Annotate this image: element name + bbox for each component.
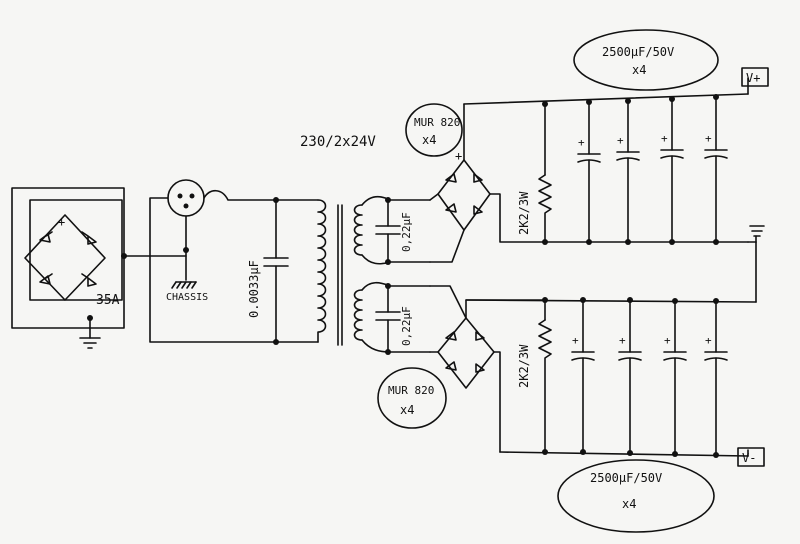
terminal-vpos: V+ xyxy=(746,71,760,85)
transformer-label: 230/2x24V xyxy=(300,134,376,150)
bridge-rating-label: 35A xyxy=(96,293,120,308)
top-diode-count: x4 xyxy=(422,133,436,147)
bottom-diode-count: x4 xyxy=(400,403,414,417)
top-cap-count: x4 xyxy=(632,63,646,77)
mains-cap-label: 0.0033µF xyxy=(247,260,261,318)
top-filter-bank: V+ 2K2/3W + + + + 2500µF/50V x4 xyxy=(463,29,769,245)
top-bridge-plus: + xyxy=(455,149,462,163)
svg-text:+: + xyxy=(572,334,579,347)
ground-bridge-rectifier: + 35A xyxy=(11,187,127,349)
svg-text:+: + xyxy=(705,132,712,145)
bottom-snubber-label: 0,22µF xyxy=(400,306,413,346)
svg-text:+: + xyxy=(617,134,624,147)
bottom-cap-count: x4 xyxy=(622,497,636,511)
svg-text:+: + xyxy=(619,334,626,347)
earth-ground-icon xyxy=(79,337,101,349)
svg-text:+: + xyxy=(661,132,668,145)
top-resistor-label: 2K2/3W xyxy=(517,191,531,235)
bottom-cap-label: 2500µF/50V xyxy=(590,471,662,485)
top-capacitors: + + + + xyxy=(577,96,728,243)
top-rectifier: 0,22µF + MUR 820 x4 xyxy=(361,103,546,265)
bottom-capacitors: + + + + xyxy=(571,299,728,456)
bottom-diode-label: MUR 820 xyxy=(388,384,434,397)
svg-text:+: + xyxy=(664,334,671,347)
transformer: 230/2x24V xyxy=(275,134,376,346)
chassis-label: CHASSIS xyxy=(166,292,208,303)
top-snubber-label: 0,22µF xyxy=(400,212,413,252)
ground-rail xyxy=(747,225,765,303)
mains-inlet: CHASSIS 0.0033µF xyxy=(123,179,289,345)
top-cap-label: 2500µF/50V xyxy=(602,45,674,59)
bridge-plus-sign: + xyxy=(58,215,65,229)
svg-text:+: + xyxy=(578,136,585,149)
bottom-resistor-label: 2K2/3W xyxy=(517,344,531,388)
svg-text:+: + xyxy=(705,334,712,347)
top-diode-label: MUR 820 xyxy=(414,116,460,129)
terminal-vneg: V- xyxy=(742,451,756,465)
bottom-filter-bank: V- 2K2/3W + + + + 2500µF/50V x4 xyxy=(465,297,765,533)
